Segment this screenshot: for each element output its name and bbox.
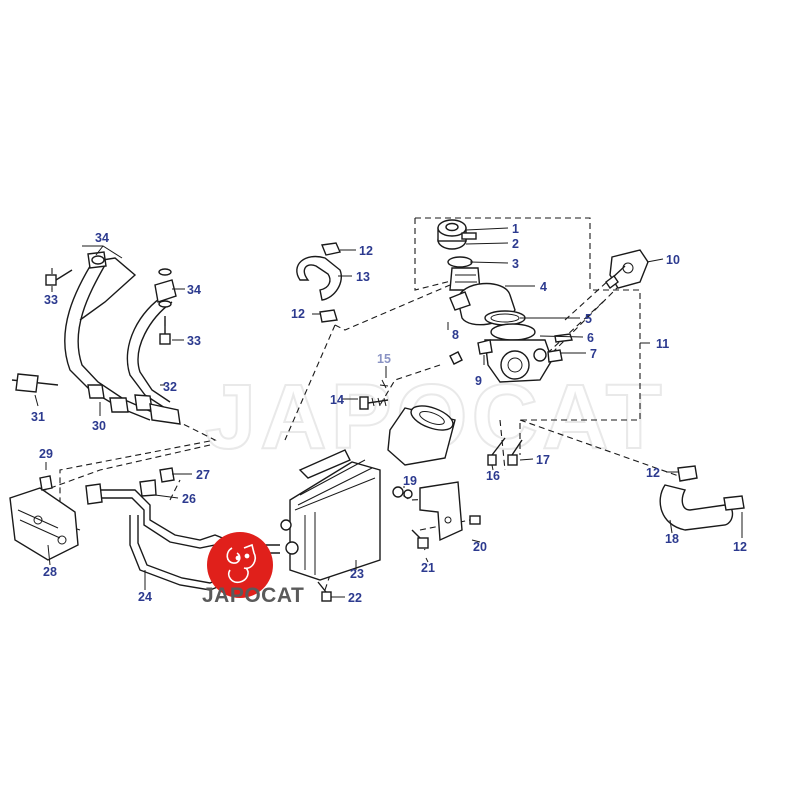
callout-8: 8: [452, 328, 459, 342]
callout-27: 27: [196, 468, 210, 482]
callout-5: 5: [585, 312, 592, 326]
clip-31: [11, 373, 59, 393]
callout-34-right: 34: [187, 283, 201, 297]
callout-21: 21: [421, 561, 435, 575]
fitting-34-lower: [154, 268, 177, 308]
callout-19: 19: [403, 474, 417, 488]
callout-14: 14: [330, 393, 344, 407]
callout-2: 2: [512, 237, 519, 251]
bolt-29: [39, 475, 53, 491]
oil-cooler-23: [280, 449, 381, 581]
hose-13: [296, 242, 342, 323]
callout-20: 20: [473, 540, 487, 554]
callout-26: 26: [182, 492, 196, 506]
callout-33-right: 33: [187, 334, 201, 348]
callout-17: 17: [536, 453, 550, 467]
callout-33-left: 33: [44, 293, 58, 307]
callout-30: 30: [92, 419, 106, 433]
callout-23: 23: [350, 567, 364, 581]
callout-12-right-lower: 12: [733, 540, 747, 554]
callout-32: 32: [163, 380, 177, 394]
callout-11: 11: [656, 337, 669, 351]
callout-13: 13: [356, 270, 370, 284]
callout-3: 3: [512, 257, 519, 271]
callout-1: 1: [512, 222, 519, 236]
callout-28: 28: [43, 565, 57, 579]
japocat-logo: JAPOCAT: [202, 532, 304, 607]
callout-24: 24: [138, 590, 152, 604]
callout-4: 4: [540, 280, 547, 294]
bracket-28: [9, 487, 79, 561]
bolt-14: [359, 396, 389, 410]
callout-10: 10: [666, 253, 680, 267]
leader-lines: [34, 227, 743, 598]
oil-filter-cartridge: [387, 405, 456, 466]
bolts-19-21-22: [317, 486, 429, 602]
hose-32: [126, 294, 181, 425]
callout-16: 16: [486, 469, 500, 483]
callout-22: 22: [348, 591, 362, 605]
callout-9: 9: [475, 374, 482, 388]
logo-cat-icon: [226, 543, 257, 584]
callout-labels: 1 2 3 4 5 6 7 8 9 10 11 12 12 12 12 13 1…: [31, 222, 747, 605]
callout-6: 6: [587, 331, 594, 345]
callout-31: 31: [31, 410, 45, 424]
oring-15: [379, 379, 389, 389]
callout-18: 18: [665, 532, 679, 546]
callout-7: 7: [590, 347, 597, 361]
logo-text: JAPOCAT: [202, 584, 304, 607]
bracket-20: [419, 481, 481, 542]
hose-18: [659, 465, 745, 531]
callout-15: 15: [377, 352, 391, 366]
callout-12-right: 12: [646, 466, 660, 480]
oil-filter-housing-assembly: [437, 219, 649, 383]
clip-26: [139, 479, 157, 497]
callout-34-top: 34: [95, 231, 109, 245]
callout-12-upper: 12: [359, 244, 373, 258]
fitting-34-upper: [79, 251, 137, 321]
bolts-33: [45, 269, 171, 345]
bolt-27: [159, 467, 175, 483]
callout-12-lower-hose: 12: [291, 307, 305, 321]
callout-29: 29: [39, 447, 53, 461]
hose-30: [64, 257, 153, 421]
logo-red-circle: [207, 532, 273, 598]
